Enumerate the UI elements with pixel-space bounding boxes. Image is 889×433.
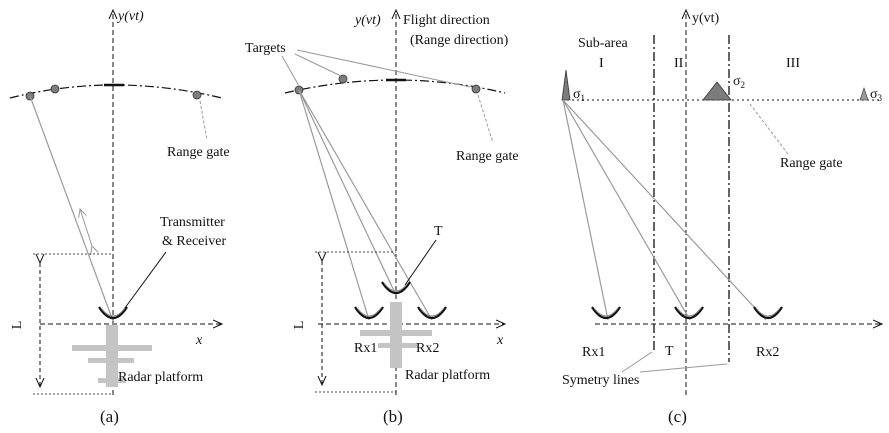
panel-b-target-3 <box>471 84 481 94</box>
panel-a: y(vt) x Range gate Transmitter & Receive… <box>9 9 230 426</box>
panel-c-symmetry-lines-label: Symetry lines <box>562 373 639 388</box>
panel-b-rx1-label: Rx1 <box>354 341 377 356</box>
panel-c-zone-1-label: I <box>599 56 604 71</box>
panel-c: y(vt) Sub-area I II III σ1 σ2 σ3 Range g… <box>561 10 883 426</box>
panel-a-y-axis-label: y(vt) <box>116 9 144 24</box>
panel-b-targets-label: Targets <box>245 41 286 56</box>
panel-c-sub-area-label: Sub-area <box>578 36 629 51</box>
panel-c-beam-to-t <box>562 99 691 321</box>
panel-c-symmetry-leader-2 <box>639 363 728 373</box>
panel-c-target-sigma3 <box>859 87 869 101</box>
panel-b-targets-leader-3 <box>296 49 471 88</box>
panel-a-target-3 <box>192 90 202 100</box>
panel-b-transmitter-label: T <box>434 224 443 239</box>
panel-b-beam-to-t <box>298 89 397 296</box>
panel-b-platform-label: Radar platform <box>405 368 490 383</box>
panel-b-beam-to-rx2 <box>298 89 433 321</box>
panel-c-rx2-label: Rx2 <box>756 345 779 360</box>
panel-c-beam-to-rx2 <box>562 99 767 321</box>
panel-b-y-axis-label: y(vt) <box>353 13 381 28</box>
panel-b-radar-platform-shape <box>360 302 432 368</box>
panel-b-range-gate-arc <box>284 79 506 94</box>
panel-b-caption: (b) <box>383 407 403 426</box>
panel-b-flight-direction-label: Flight direction <box>403 13 490 28</box>
panel-c-target-sigma2 <box>702 81 732 101</box>
panel-a-radar-platform-shape <box>72 325 152 387</box>
panel-c-zone-3-label: III <box>786 56 800 71</box>
panel-c-beam-to-rx1 <box>562 99 609 321</box>
panel-c-range-gate-leader <box>749 103 789 155</box>
panel-c-zone-2-label: II <box>674 56 684 71</box>
panel-b-rx2-antenna <box>416 305 448 320</box>
panel-b-range-gate-leader <box>477 94 494 144</box>
panel-c-sigma3-label: σ3 <box>870 87 883 103</box>
panel-c-rx2-antenna <box>752 305 784 320</box>
panel-a-length-label: L <box>10 321 25 330</box>
panel-c-transmitter-antenna <box>673 305 705 320</box>
panel-a-target-2 <box>50 84 60 94</box>
panel-b-length-label: L <box>292 321 307 330</box>
panel-a-beam-line <box>29 95 114 322</box>
panel-a-transmitter-label-2: & Receiver <box>162 234 226 249</box>
panel-b-targets-leader-1 <box>281 55 300 87</box>
panel-c-range-gate-label: Range gate <box>780 156 843 171</box>
panel-b: y(vt) Flight direction (Range direction)… <box>245 10 519 426</box>
panel-c-symmetry-leader-1 <box>621 351 653 373</box>
panel-a-range-gate-leader <box>199 100 208 141</box>
panel-b-range-gate-label: Range gate <box>456 149 519 164</box>
panel-b-x-axis-label: x <box>496 333 504 348</box>
panel-a-caption: (a) <box>100 407 119 426</box>
panel-c-sigma2-label: σ2 <box>733 74 745 90</box>
panel-a-transmitter-leader <box>121 251 167 313</box>
panel-c-target-sigma1 <box>561 69 571 101</box>
panel-c-transmitter-label: T <box>665 344 674 359</box>
panel-b-target-2 <box>338 74 348 84</box>
panel-b-beam-to-rx1 <box>298 89 370 321</box>
panel-b-rx2-label: Rx2 <box>416 341 439 356</box>
panel-a-x-axis-label: x <box>195 333 203 348</box>
panel-b-rx1-antenna <box>353 305 385 320</box>
panel-b-targets-leader-2 <box>294 53 342 77</box>
panel-c-y-axis-label: y(vt) <box>692 11 720 26</box>
panel-b-transmitter-leader <box>404 239 437 286</box>
panel-a-platform-label: Radar platform <box>118 370 203 385</box>
panel-a-range-double-arrow <box>80 209 92 246</box>
panel-a-transmitter-label-1: Transmitter <box>160 215 225 230</box>
panel-a-range-gate-label: Range gate <box>167 145 230 160</box>
panel-c-rx1-label: Rx1 <box>582 345 605 360</box>
panel-a-range-gate-arc <box>9 84 223 99</box>
panel-b-range-direction-label: (Range direction) <box>410 33 509 48</box>
panel-c-caption: (c) <box>668 407 687 426</box>
panel-c-sigma1-label: σ1 <box>573 87 585 103</box>
